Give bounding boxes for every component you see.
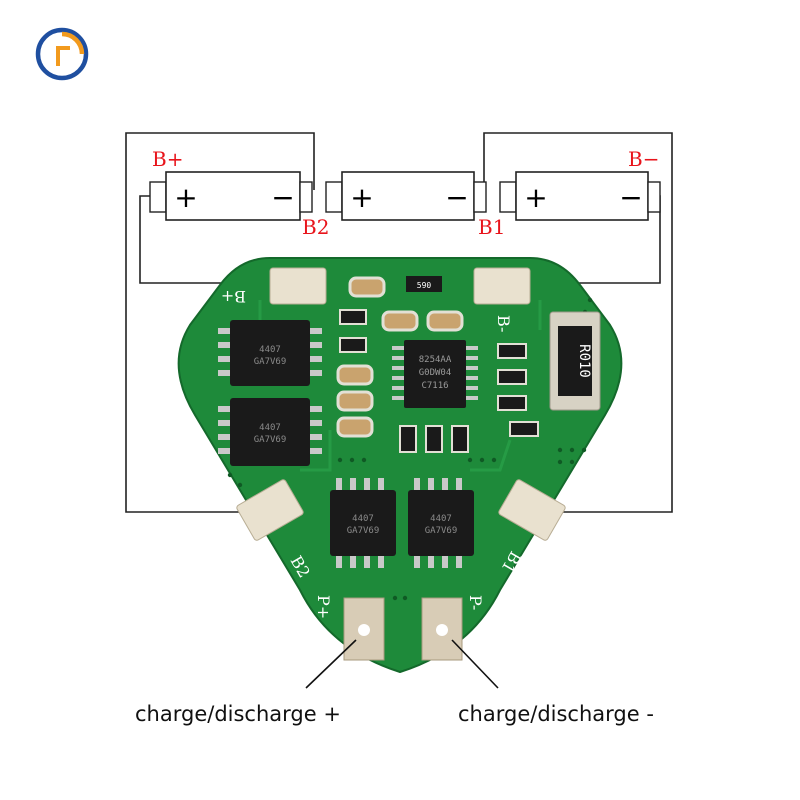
mosfet-3-line1: 4407 [352,514,374,524]
protection-ic: 8254AA G0DW04 C7116 [392,340,478,408]
wire-b2 [125,132,315,513]
label-b1: B1 [478,215,505,239]
brand-logo-icon [35,27,89,81]
mosfet-3-line2: GA7V69 [347,526,380,536]
mosfet-4-line2: GA7V69 [425,526,458,536]
smd-code: 590 [417,281,432,290]
pcb-board: B+ B- B2 B1 P+ P- 4407 GA7V69 4407 GA7V6… [177,257,623,674]
pad-b-plus-label: B+ [221,287,246,306]
mosfet-4-line1: 4407 [430,514,452,524]
pad-p-plus-label: P+ [314,595,333,619]
cell-1-minus: − [271,181,294,214]
pad-b-minus [473,267,531,305]
pad-b-minus-label: B- [494,315,513,332]
callout-line-minus [451,639,499,689]
ic-line2: G0DW04 [419,368,452,378]
pad-p-minus-hole [436,624,448,636]
mosfet-2-line1: 4407 [259,423,281,433]
mosfet-1-line2: GA7V69 [254,357,287,367]
shunt-resistor: R010 [549,311,601,411]
ic-line3: C7116 [421,381,448,391]
mosfet-chip-3: 4407 GA7V69 [330,478,396,568]
pad-p-minus-label: P- [466,595,485,610]
wire-b1 [483,132,673,513]
cell-2-plus: + [350,181,373,214]
label-b-minus: B− [628,147,659,171]
pad-b-plus [269,267,327,305]
callout-line-plus [305,639,357,689]
cell-1-plus: + [174,181,197,214]
smd-components: 590 [336,276,539,453]
pad-p-plus-hole [358,624,370,636]
pcb-traces [258,300,542,472]
mosfet-chip-4: 4407 GA7V69 [408,478,474,568]
cell-3-minus: − [619,181,642,214]
ic-line1: 8254AA [419,355,452,365]
wire-b-plus [139,195,290,284]
pad-b1 [498,479,566,541]
battery-cell-1: + − [149,171,313,221]
resistor-code: R010 [576,344,592,378]
battery-cell-3: + − [499,171,661,221]
callout-charge-minus: charge/discharge - [458,702,654,726]
callouts [305,639,499,689]
pad-b2 [236,479,304,541]
callout-charge-plus: charge/discharge + [135,702,341,726]
battery-cell-2: + − [325,171,487,221]
mosfet-1-line1: 4407 [259,345,281,355]
label-b-plus: B+ [152,147,183,171]
label-b2: B2 [302,215,329,239]
pcb-vias [227,297,593,601]
mosfet-chip-2: 4407 GA7V69 [218,398,322,466]
cell-3-plus: + [524,181,547,214]
mosfet-2-line2: GA7V69 [254,435,287,445]
cell-2-minus: − [445,181,468,214]
mosfet-chip-1: 4407 GA7V69 [218,320,322,386]
